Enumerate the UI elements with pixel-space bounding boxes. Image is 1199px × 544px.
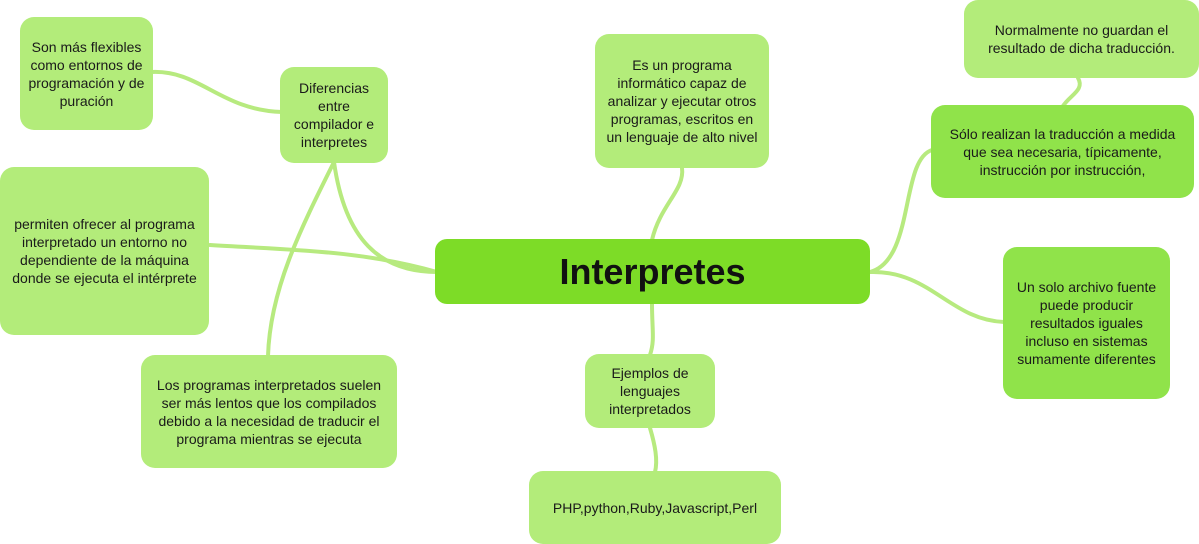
connector-examples-list	[648, 426, 659, 474]
connector-central-independent	[208, 243, 439, 274]
connector-central-translate	[868, 148, 934, 274]
connector-central-differences	[332, 160, 439, 274]
examples-title-node[interactable]: Ejemplos de lenguajes interpretados	[585, 354, 715, 428]
connector-translate-nosave	[1061, 76, 1082, 108]
flexible-node[interactable]: Son más flexibles como entornos de progr…	[20, 17, 153, 130]
connector-central-examples	[648, 302, 655, 357]
examples-list-node[interactable]: PHP,python,Ruby,Javascript,Perl	[529, 471, 781, 544]
independent-node[interactable]: permiten ofrecer al programa interpretad…	[0, 167, 209, 335]
connector-differences-slower	[266, 160, 336, 358]
definition-node[interactable]: Es un programa informático capaz de anal…	[595, 34, 769, 168]
connector-central-single	[868, 269, 1006, 324]
translate-node[interactable]: Sólo realizan la traducción a medida que…	[931, 105, 1194, 198]
connector-differences-flexible	[150, 69, 284, 114]
differences-node[interactable]: Diferencias entre compilador e interpret…	[280, 67, 388, 163]
slower-node[interactable]: Los programas interpretados suelen ser m…	[141, 355, 397, 468]
connector-central-definition	[650, 166, 685, 242]
central-topic[interactable]: Interpretes	[435, 239, 870, 304]
no-save-node[interactable]: Normalmente no guardan el resultado de d…	[964, 0, 1199, 78]
single-source-node[interactable]: Un solo archivo fuente puede producir re…	[1003, 247, 1170, 399]
